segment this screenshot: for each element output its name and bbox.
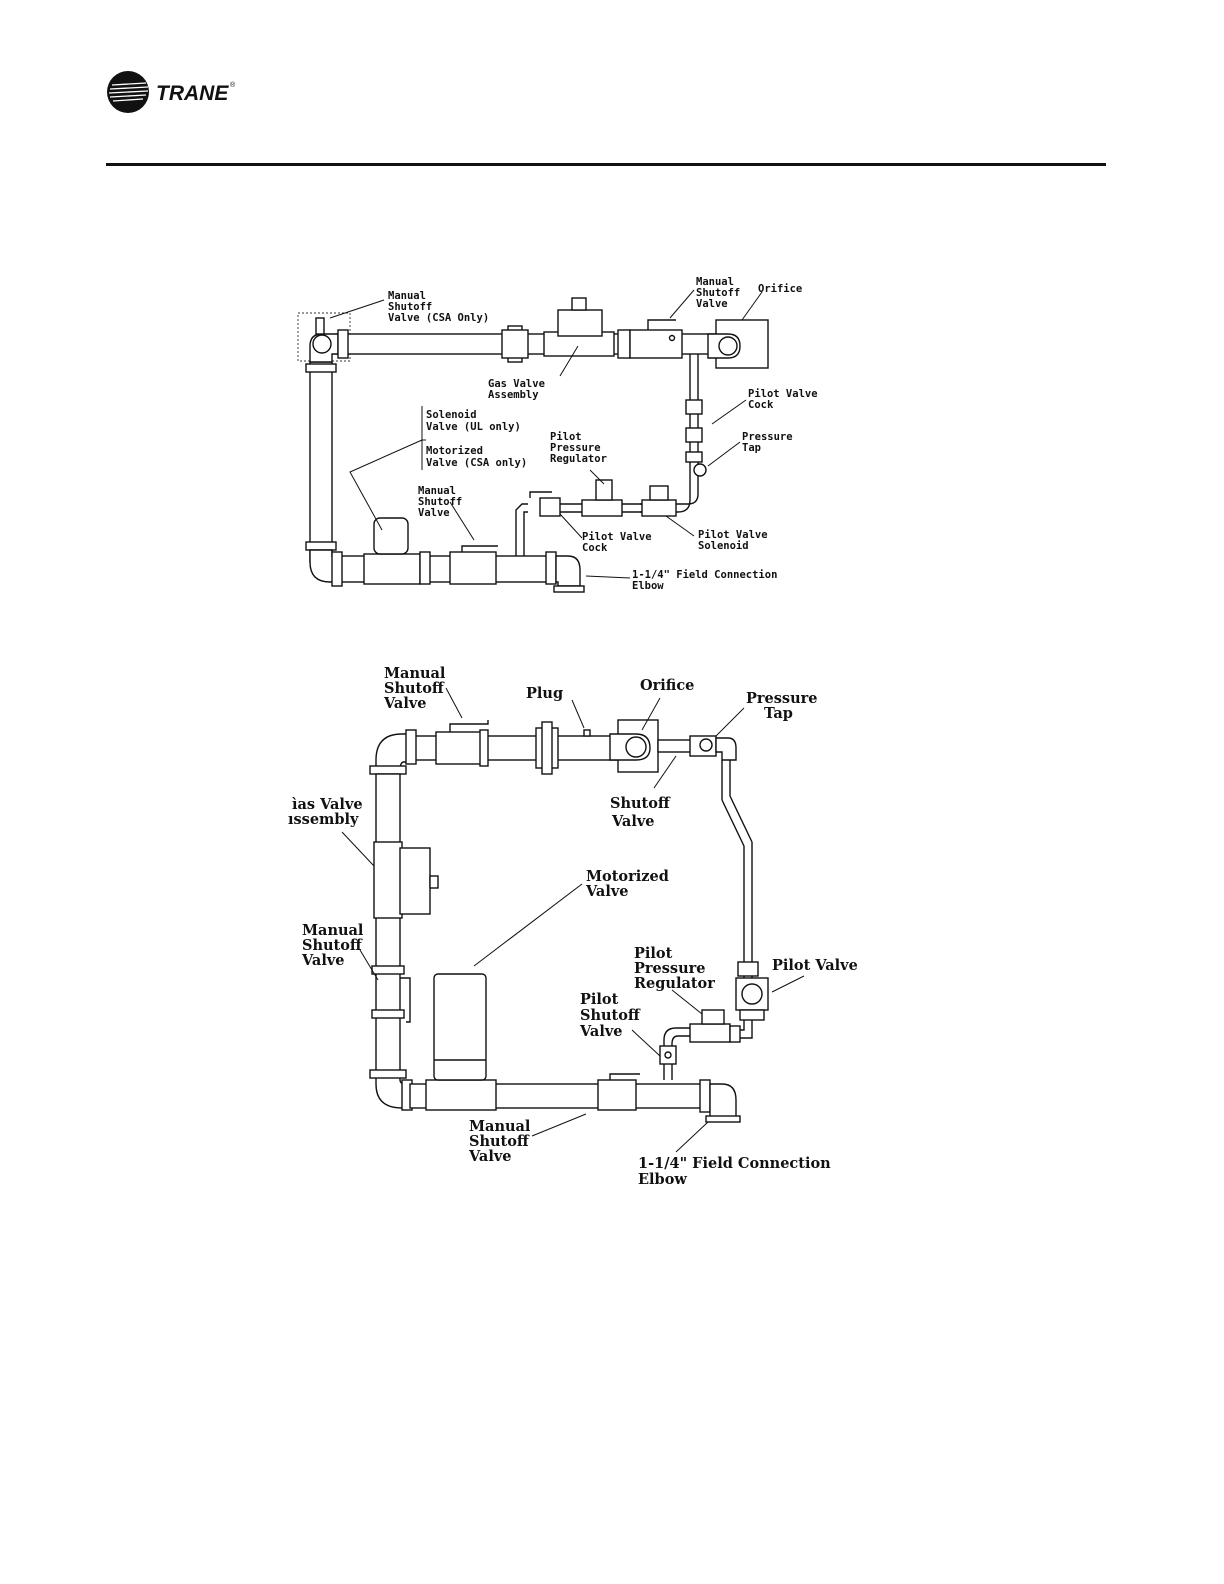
bottom-field-elbow [709,1083,737,1119]
top-label-pilot-valve-cock-bottom: Pilot Valve Cock [582,531,658,554]
bottom-gas-valve-assembly [399,847,431,915]
bottom-label-manual-shutoff-bottom: Manual Shutoff Valve [468,1118,536,1165]
top-label-pressure-tap: Pressure Tap [742,431,799,454]
bottom-label-manual-shutoff-top: Manual Shutoff Valve [383,665,451,712]
top-solenoid-valve [373,517,409,555]
bottom-pilot-shutoff [659,1045,677,1065]
top-label-pilot-valve-cock-right: Pilot Valve Cock [748,388,824,411]
top-label-solenoid-motorized: Solenoid Valve (UL only) Motorized Valve… [426,409,527,469]
bottom-label-orifice: Orifice [640,677,694,694]
bottom-label-shutoff-valve: Shutoff Valve [610,795,675,830]
top-piping-diagram: Manual Shutoff Valve (CSA Only) Gas Valv… [297,276,824,593]
bottom-label-pilot-valve: Pilot Valve [772,957,858,974]
top-pressure-tap [693,463,707,477]
top-bottom-manual-shutoff [449,551,497,585]
bottom-left-vertical-pipe [375,773,401,1075]
bottom-label-plug: Plug [526,685,563,702]
top-manual-shutoff [629,329,683,359]
logo-wordmark: TRANE [156,82,229,105]
header-rule [106,163,1106,166]
top-left-vertical-pipe [309,361,333,563]
top-label-manual-shutoff-csa: Manual Shutoff Valve (CSA Only) [388,290,489,324]
bottom-label-motorized-valve: Motorized Valve [585,868,674,900]
bottom-plug [583,729,591,737]
bottom-label-field-connection: 1-1/4" Field Connection Elbow [638,1155,836,1188]
bottom-bottom-manual-shutoff [597,1079,637,1111]
gas-valve-assembly [557,309,603,337]
bottom-pilot-regulator [701,1009,725,1025]
bottom-pressure-tap [699,738,713,752]
top-pilot-regulator [595,479,613,501]
bottom-left-manual-shutoff [400,977,411,1023]
bottom-piping-diagram: Manual Shutoff Valve Plug Orifice Pressu… [288,665,858,1188]
bottom-label-manual-shutoff-left: Manual Shutoff Valve [301,922,369,969]
top-label-gas-valve-assembly: Gas Valve Assembly [488,378,551,401]
top-label-manual-shutoff-bottom: Manual Shutoff Valve [418,485,469,519]
top-label-pilot-valve-solenoid: Pilot Valve Solenoid [698,529,774,552]
top-label-field-connection: 1-1/4" Field Connection Elbow [632,569,784,592]
bottom-label-pilot-shutoff-valve: Pilot Shutoff Valve [579,991,645,1040]
top-pilot-valve-solenoid [649,485,669,501]
bottom-label-pilot-pressure-regulator: Pilot Pressure Regulator [634,945,715,992]
logo-registered-mark: ® [230,81,236,89]
bottom-label-pressure-tap: Pressure Tap [746,690,823,722]
bottom-top-manual-shutoff [435,731,485,765]
bottom-motorized-valve [433,973,487,1081]
trane-logo: TRANE ® [107,71,236,113]
top-field-elbow [555,555,581,587]
bottom-label-gas-valve-assembly: ìas Valve ıssembly [288,796,368,828]
top-label-manual-shutoff: Manual Shutoff Valve [696,276,747,310]
top-label-pilot-pressure-regulator: Pilot Pressure Regulator [550,431,607,465]
bottom-pilot-valve [735,977,769,1011]
top-label-orifice: Orifice [758,283,802,295]
page-header: TRANE ® [0,0,1224,180]
